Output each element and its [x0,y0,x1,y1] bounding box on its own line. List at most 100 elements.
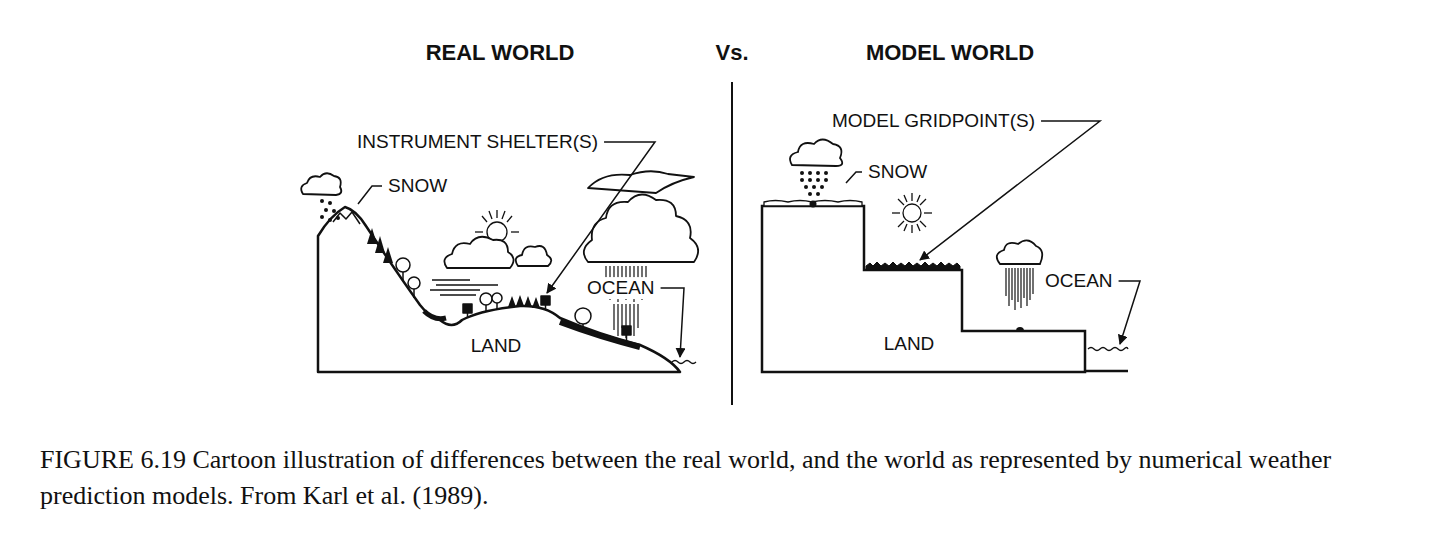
sun [511,231,519,232]
leader-line [358,186,382,204]
fog-lines [440,294,476,295]
real-world-scene [301,171,698,372]
sun [898,221,904,227]
rain-lines [1020,268,1021,308]
pine-trees [508,296,516,307]
snowflakes [808,178,812,182]
round-trees [492,293,502,303]
snowflakes [808,192,812,196]
rain-lines [1017,268,1018,302]
pine-trees [383,247,393,263]
fair-cloud [444,237,513,268]
round-trees [575,308,591,324]
divider-line [731,82,733,405]
grass-layer [866,262,960,270]
snowflakes [816,171,820,175]
sun [920,199,926,205]
snow-cloud [301,173,341,195]
panel-heading: Vs. [713,40,750,65]
snowflakes [808,171,812,175]
pine-trees [367,228,377,244]
snowflakes [324,208,328,212]
sun [898,199,904,205]
pine-trees [375,236,385,253]
snowflakes [820,185,824,189]
sun [904,224,907,231]
snowflakes [816,178,820,182]
callout-label: SNOW [386,175,449,197]
sun [482,216,487,222]
round-trees [396,258,410,272]
instrument-shelters [622,326,631,335]
fog-lines [430,289,480,290]
leader-line [661,288,684,357]
callout-label: OCEAN [585,277,657,299]
rain-lines [1005,268,1006,296]
fog-lines [432,279,470,280]
snow-cloud [790,140,842,167]
sun [502,211,505,219]
snowflakes [824,178,828,182]
rain-lines [613,304,614,330]
sun [904,195,907,202]
dark-ground [560,322,640,347]
snowflakes [328,201,332,205]
fog-lines [436,284,498,285]
rain-lines [621,304,622,328]
sun [892,212,900,213]
rain-cloud [997,240,1042,264]
sun [496,210,497,218]
pine-trees [532,297,540,308]
sun [920,221,926,227]
snowflakes [320,215,324,219]
snowflakes [800,171,804,175]
snowflakes [824,171,828,175]
sun [911,193,912,201]
instrument-shelters [467,313,469,318]
leader-line [920,121,1100,260]
stepped-terrain [762,206,1085,372]
instrument-shelters [626,335,628,341]
leader-line [1119,281,1140,344]
pine-trees [524,296,532,307]
snowflakes [332,209,336,213]
sun [917,224,920,231]
rain-lines [1011,268,1012,300]
snowflakes [800,178,804,182]
pine-trees [516,295,524,306]
snowflakes [336,216,340,220]
callout-label: INSTRUMENT SHELTER(S) [355,131,600,153]
callout-label: SNOW [866,161,929,183]
region-label: LAND [882,333,937,355]
dark-ground [424,311,446,319]
sun [507,216,512,222]
rain-lines [1014,268,1015,310]
gridpoint-dot [810,201,817,208]
instrument-shelters [541,296,550,305]
snowflakes [320,199,324,203]
sun [489,211,492,219]
snow-cap [333,212,360,224]
leader-line [846,172,862,183]
gridpoint-dot [1016,327,1024,331]
storm-cloud [584,194,698,262]
figure-caption: FIGURE 6.19 Cartoon illustration of diff… [40,442,1412,514]
ocean-waves [672,361,696,364]
instrument-shelters [463,304,472,313]
fog-lines [430,280,498,295]
panel-heading: MODEL WORLD [864,40,1036,65]
callout-label: OCEAN [1043,270,1115,292]
region-label: LAND [469,335,524,357]
round-trees [408,277,420,289]
pine-trees [367,228,540,308]
panel-heading: REAL WORLD [424,40,577,65]
model-world-scene [762,140,1128,373]
snowflakes [816,192,820,196]
snowflakes [812,185,816,189]
rain-lines [637,304,638,328]
rain-lines [1006,268,1033,310]
callout-label: MODEL GRIDPOINT(S) [830,110,1037,132]
anvil-cloud [588,171,694,193]
sun [892,193,932,233]
rain-lines [1032,268,1033,294]
